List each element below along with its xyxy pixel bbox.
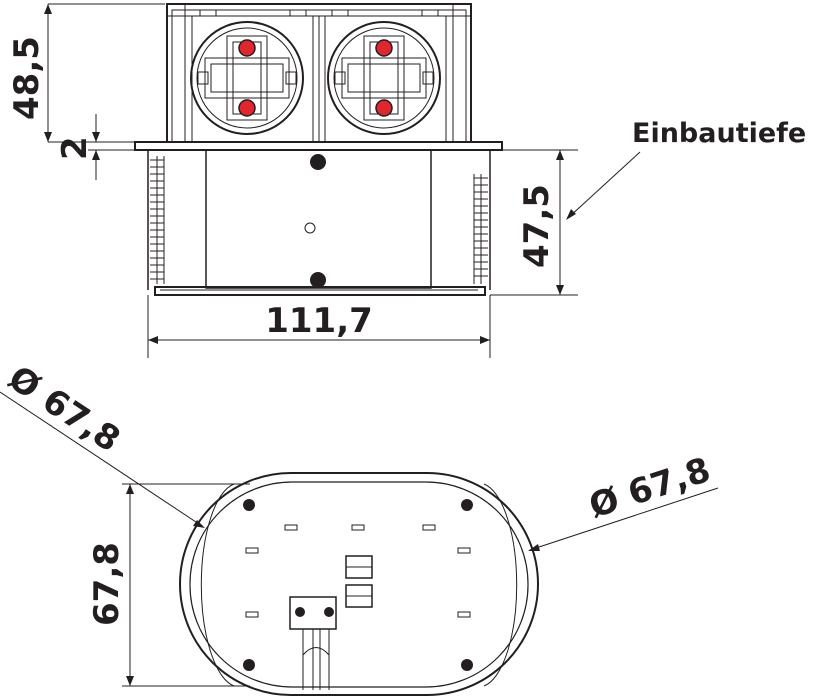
dim-line-width	[147, 295, 491, 358]
dim-dia-left-label: Ø 67,8	[1, 358, 127, 460]
dim-width-label: 111,7	[265, 301, 373, 341]
dim-line-height-bottom	[122, 483, 250, 687]
socket-pin	[238, 99, 256, 117]
socket-right	[327, 21, 441, 135]
mounting-holes	[243, 499, 473, 671]
leader-dia-left	[0, 391, 205, 528]
dim-line-height-top	[44, 3, 165, 143]
dim-line-flange	[88, 114, 135, 180]
leader-einbautiefe	[566, 151, 641, 220]
cable-clamp	[289, 555, 373, 690]
socket-pin	[238, 39, 256, 57]
dim-dia-right-label: Ø 67,8	[584, 450, 715, 527]
einbautiefe-label: Einbautiefe	[632, 118, 806, 149]
dim-height-bottom-label: 67,8	[87, 542, 127, 626]
flange	[134, 141, 503, 151]
plan-outline-outer	[179, 472, 539, 696]
installation-body	[147, 149, 491, 296]
plan-outline-inner	[189, 481, 529, 688]
dim-line-depth	[490, 149, 578, 296]
dim-depth-label: 47,5	[517, 184, 557, 268]
socket-left	[190, 21, 304, 135]
dim-flange-label: 2	[55, 136, 95, 160]
leader-dia-right	[528, 487, 719, 551]
dim-height-top-label: 48,5	[7, 36, 47, 120]
plan-view: 67,8 Ø 67,8 Ø 67,8	[0, 358, 719, 696]
socket-pin	[375, 99, 393, 117]
socket-pin	[375, 39, 393, 57]
slots	[245, 524, 471, 618]
side-elevation: 48,5 2 47,5 Einbautiefe	[7, 3, 806, 358]
socket-housing	[166, 3, 472, 143]
